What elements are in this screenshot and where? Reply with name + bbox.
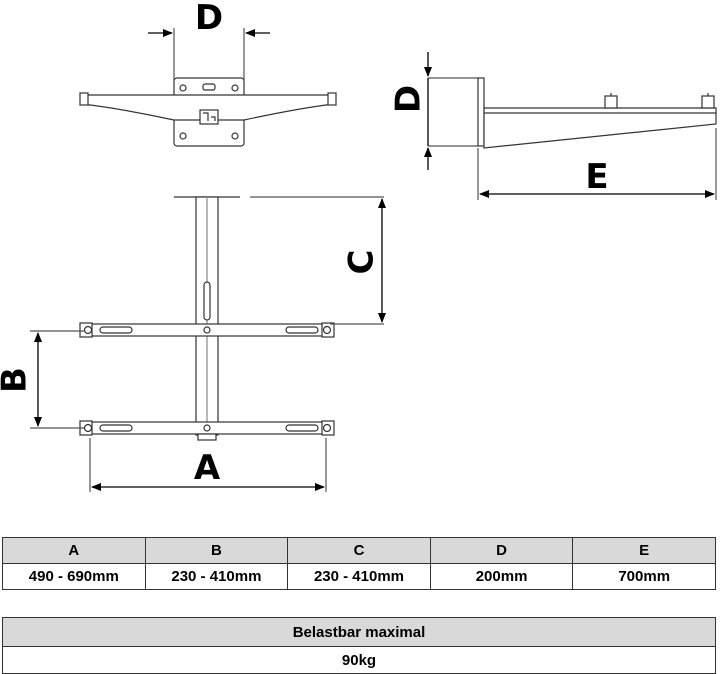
value-d: 200mm — [429, 563, 574, 590]
side-view-bracket — [428, 77, 717, 200]
dimension-d-top: D — [148, 0, 270, 38]
dimension-b: B — [0, 332, 42, 427]
value-e: 700mm — [572, 563, 716, 590]
load-header: Belastbar maximal — [2, 617, 716, 647]
header-c: C — [287, 537, 431, 564]
dimension-d-side: D — [389, 52, 432, 170]
label-c: C — [342, 250, 382, 275]
load-table: Belastbar maximal 90kg — [2, 617, 716, 674]
label-a: A — [194, 448, 221, 488]
load-value: 90kg — [2, 646, 716, 674]
top-view-bracket — [79, 28, 337, 147]
dimensions-table: A B C D E 490 - 690mm 230 - 410mm 230 - … — [2, 537, 716, 590]
technical-drawing: D D E — [0, 0, 717, 492]
front-view-bracket — [30, 196, 384, 492]
value-a: 490 - 690mm — [2, 563, 146, 590]
header-e: E — [572, 537, 716, 564]
dimension-a: A — [91, 448, 325, 491]
dimensions-value-row: 490 - 690mm 230 - 410mm 230 - 410mm 200m… — [2, 563, 716, 590]
value-b: 230 - 410mm — [144, 563, 289, 590]
value-c: 230 - 410mm — [287, 563, 431, 590]
load-header-row: Belastbar maximal — [2, 617, 716, 647]
header-a: A — [2, 537, 146, 564]
dimension-e: E — [479, 157, 715, 198]
header-b: B — [144, 537, 289, 564]
dimensions-header-row: A B C D E — [2, 537, 716, 564]
label-d-side: D — [389, 85, 429, 113]
dimension-c: C — [342, 198, 386, 323]
label-e: E — [585, 157, 608, 197]
header-d: D — [429, 537, 574, 564]
label-d-top: D — [195, 0, 223, 38]
label-b: B — [0, 367, 35, 393]
load-value-row: 90kg — [2, 646, 716, 674]
